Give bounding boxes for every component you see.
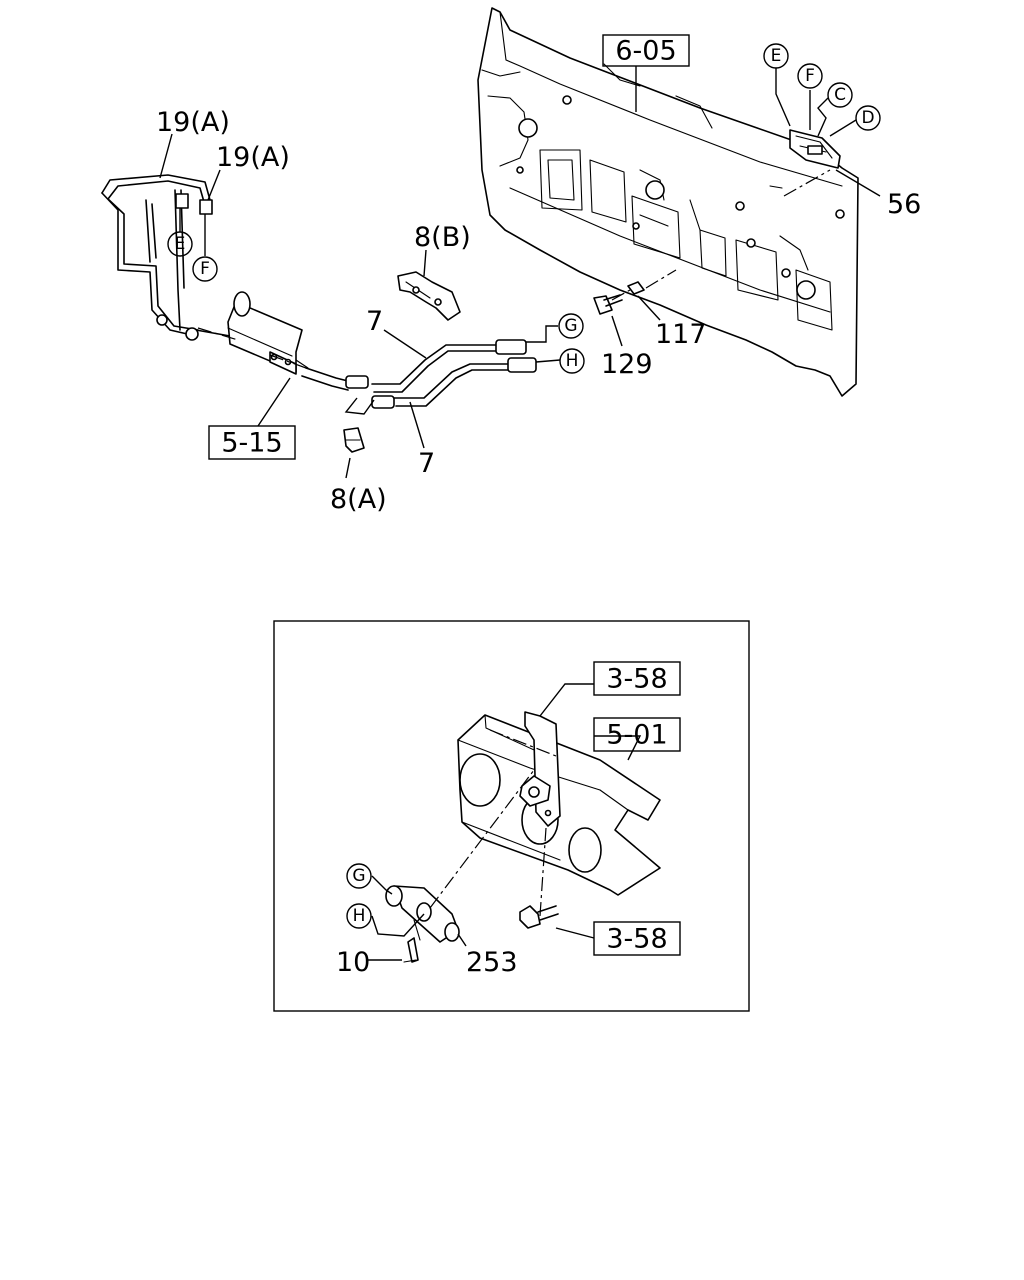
marker-h-lower: H: [346, 903, 372, 929]
label-8a: 8(A): [330, 484, 387, 515]
svg-text:F: F: [805, 66, 815, 86]
marker-d-top: D: [855, 105, 881, 131]
connector-block-56: [789, 129, 841, 169]
callout-6-05: 6-05: [602, 34, 690, 67]
bracket-drawing: [519, 711, 561, 827]
inset-detail: 3-58 5-01 3-58 10 253 G H: [273, 620, 750, 1012]
label-19a-first: 19(A): [156, 107, 230, 138]
inset-bolt-drawing: [519, 905, 559, 929]
marker-g-lower: G: [346, 863, 372, 889]
marker-e-top: E: [763, 43, 789, 69]
callout-3-58-top: 3-58: [593, 661, 681, 696]
label-56: 56: [887, 189, 921, 220]
cooler-5-15-drawing: [227, 291, 353, 391]
callout-5-01-label: 5-01: [606, 720, 667, 751]
marker-f-left: F: [192, 256, 218, 282]
svg-text:G: G: [352, 866, 365, 886]
hoses-7-drawing: [345, 339, 537, 409]
upper-dash-lines: [197, 169, 831, 369]
washer-117-drawing: [627, 281, 645, 295]
svg-text:H: H: [566, 351, 579, 371]
callout-3-58-top-label: 3-58: [606, 664, 667, 695]
label-19a-second: 19(A): [216, 142, 290, 173]
label-117: 117: [655, 319, 707, 350]
callout-5-15-label: 5-15: [221, 428, 282, 459]
svg-text:E: E: [771, 46, 782, 66]
callout-6-05-label: 6-05: [615, 36, 676, 67]
marker-e-left: E: [167, 231, 193, 257]
callout-3-58-bottom-label: 3-58: [606, 924, 667, 955]
label-253: 253: [466, 947, 518, 978]
callout-5-15: 5-15: [208, 425, 296, 460]
svg-text:C: C: [834, 85, 846, 105]
upper-leader-lines: [159, 66, 881, 479]
label-10: 10: [336, 947, 370, 978]
svg-text:G: G: [564, 316, 577, 336]
marker-c-top: C: [827, 82, 853, 108]
clip-8b-drawing: [397, 271, 461, 321]
label-7-bottom: 7: [418, 448, 435, 479]
label-7-top: 7: [366, 306, 383, 337]
callout-5-01: 5-01: [593, 717, 681, 752]
svg-text:E: E: [175, 234, 186, 254]
connector-253-drawing: [385, 885, 460, 963]
bolt-129-drawing: [593, 294, 623, 315]
svg-text:H: H: [353, 906, 366, 926]
svg-text:F: F: [200, 259, 210, 279]
svg-text:D: D: [861, 108, 874, 128]
callout-3-58-bottom: 3-58: [593, 921, 681, 956]
front-panel-drawing: [477, 7, 859, 397]
pipes-19a-drawing: [101, 174, 241, 341]
label-8b: 8(B): [414, 222, 471, 253]
marker-f-top: F: [797, 63, 823, 89]
marker-h-upper: H: [559, 348, 585, 374]
clip-8a-drawing: [343, 427, 365, 453]
label-129: 129: [601, 349, 653, 380]
marker-g-upper: G: [558, 313, 584, 339]
